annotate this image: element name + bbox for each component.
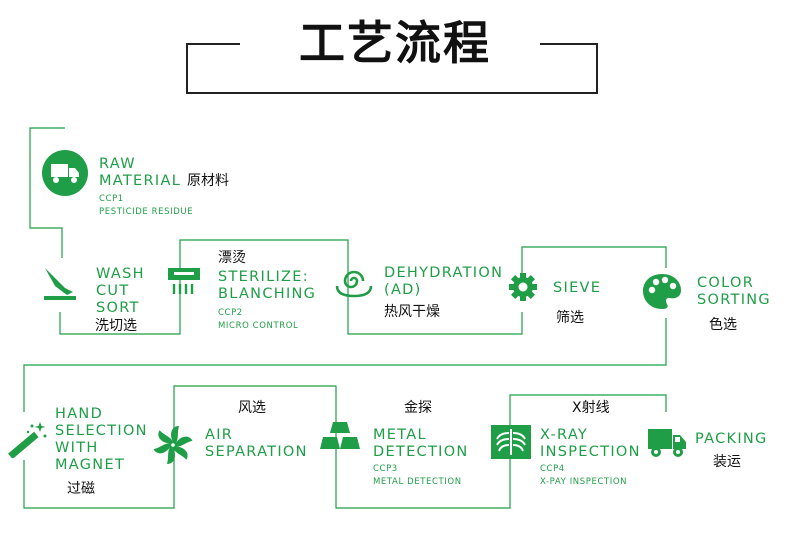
hand-selection-label-2: SELECTION bbox=[55, 423, 148, 439]
color-sorting-label-zh: 色选 bbox=[709, 317, 737, 333]
raw-ccp-note: PESTICIDE RESIDUE bbox=[99, 207, 194, 217]
packing-label-zh: 装运 bbox=[713, 454, 741, 470]
fan-icon bbox=[153, 426, 193, 464]
page-title: 工艺流程 bbox=[299, 16, 491, 70]
xray-label-1: X-RAY bbox=[540, 427, 589, 443]
wash-label-zh: 洗切选 bbox=[95, 318, 137, 334]
raw-label-1: RAW bbox=[99, 156, 136, 172]
wash-label-1: WASH bbox=[96, 266, 145, 282]
dehydration-label-1: DEHYDRATION bbox=[384, 265, 504, 281]
xray-ribcage-icon bbox=[491, 425, 531, 459]
xray-ccp-note: X-PAY INSPECTION bbox=[540, 477, 628, 487]
sterilize-label-zh: 漂烫 bbox=[218, 250, 246, 266]
hand-selection-label-4: MAGNET bbox=[55, 457, 126, 473]
air-separation-label-zh: 风选 bbox=[238, 400, 266, 416]
metal-detection-label-zh: 金探 bbox=[404, 400, 432, 416]
steam-icon bbox=[168, 268, 200, 294]
spiral-icon bbox=[335, 270, 373, 298]
gold-bars-icon bbox=[320, 422, 360, 449]
magic-wand-icon bbox=[8, 422, 47, 458]
metal-detection-ccp-note: METAL DETECTION bbox=[373, 477, 462, 487]
hand-selection-label-3: WITH bbox=[55, 440, 99, 456]
packing-truck-icon bbox=[648, 429, 686, 457]
metal-detection-ccp-code: CCP3 bbox=[373, 464, 398, 474]
sterilize-label-1: STERILIZE: bbox=[218, 269, 309, 285]
xray-label-2: INSPECTION bbox=[540, 444, 641, 460]
sieve-label-zh: 筛选 bbox=[556, 310, 584, 326]
sterilize-ccp-note: MICRO CONTROL bbox=[218, 321, 299, 331]
raw-ccp-code: CCP1 bbox=[99, 194, 124, 204]
sterilize-ccp-code: CCP2 bbox=[218, 308, 243, 318]
color-sorting-label-1: COLOR bbox=[697, 275, 755, 291]
hand-selection-label-zh: 过磁 bbox=[67, 481, 95, 497]
sterilize-label-2: BLANCHING bbox=[218, 286, 317, 302]
gear-icon bbox=[509, 273, 537, 301]
raw-label-2-en: MATERIAL bbox=[99, 173, 182, 189]
palette-icon bbox=[643, 274, 681, 309]
metal-detection-label-2: DETECTION bbox=[373, 444, 469, 460]
sieve-label: SIEVE bbox=[553, 280, 602, 296]
dehydration-label-2: (AD) bbox=[384, 282, 422, 298]
metal-detection-label-1: METAL bbox=[373, 427, 427, 443]
knife-icon bbox=[44, 268, 76, 300]
hand-selection-label-1: HAND bbox=[55, 406, 104, 422]
dehydration-label-zh: 热风干燥 bbox=[384, 304, 440, 320]
packing-label: PACKING bbox=[695, 431, 768, 447]
wash-label-3: SORT bbox=[96, 300, 140, 316]
truck-icon bbox=[42, 150, 88, 196]
air-separation-label-2: SEPARATION bbox=[205, 444, 308, 460]
air-separation-label-1: AIR bbox=[205, 427, 234, 443]
xray-label-zh: X射线 bbox=[572, 400, 610, 416]
color-sorting-label-2: SORTING bbox=[697, 292, 771, 308]
raw-label-zh: 原材料 bbox=[187, 173, 229, 189]
xray-ccp-code: CCP4 bbox=[540, 464, 565, 474]
raw-label-2: MATERIAL 原材料 bbox=[99, 173, 229, 190]
wash-label-2: CUT bbox=[96, 283, 130, 299]
